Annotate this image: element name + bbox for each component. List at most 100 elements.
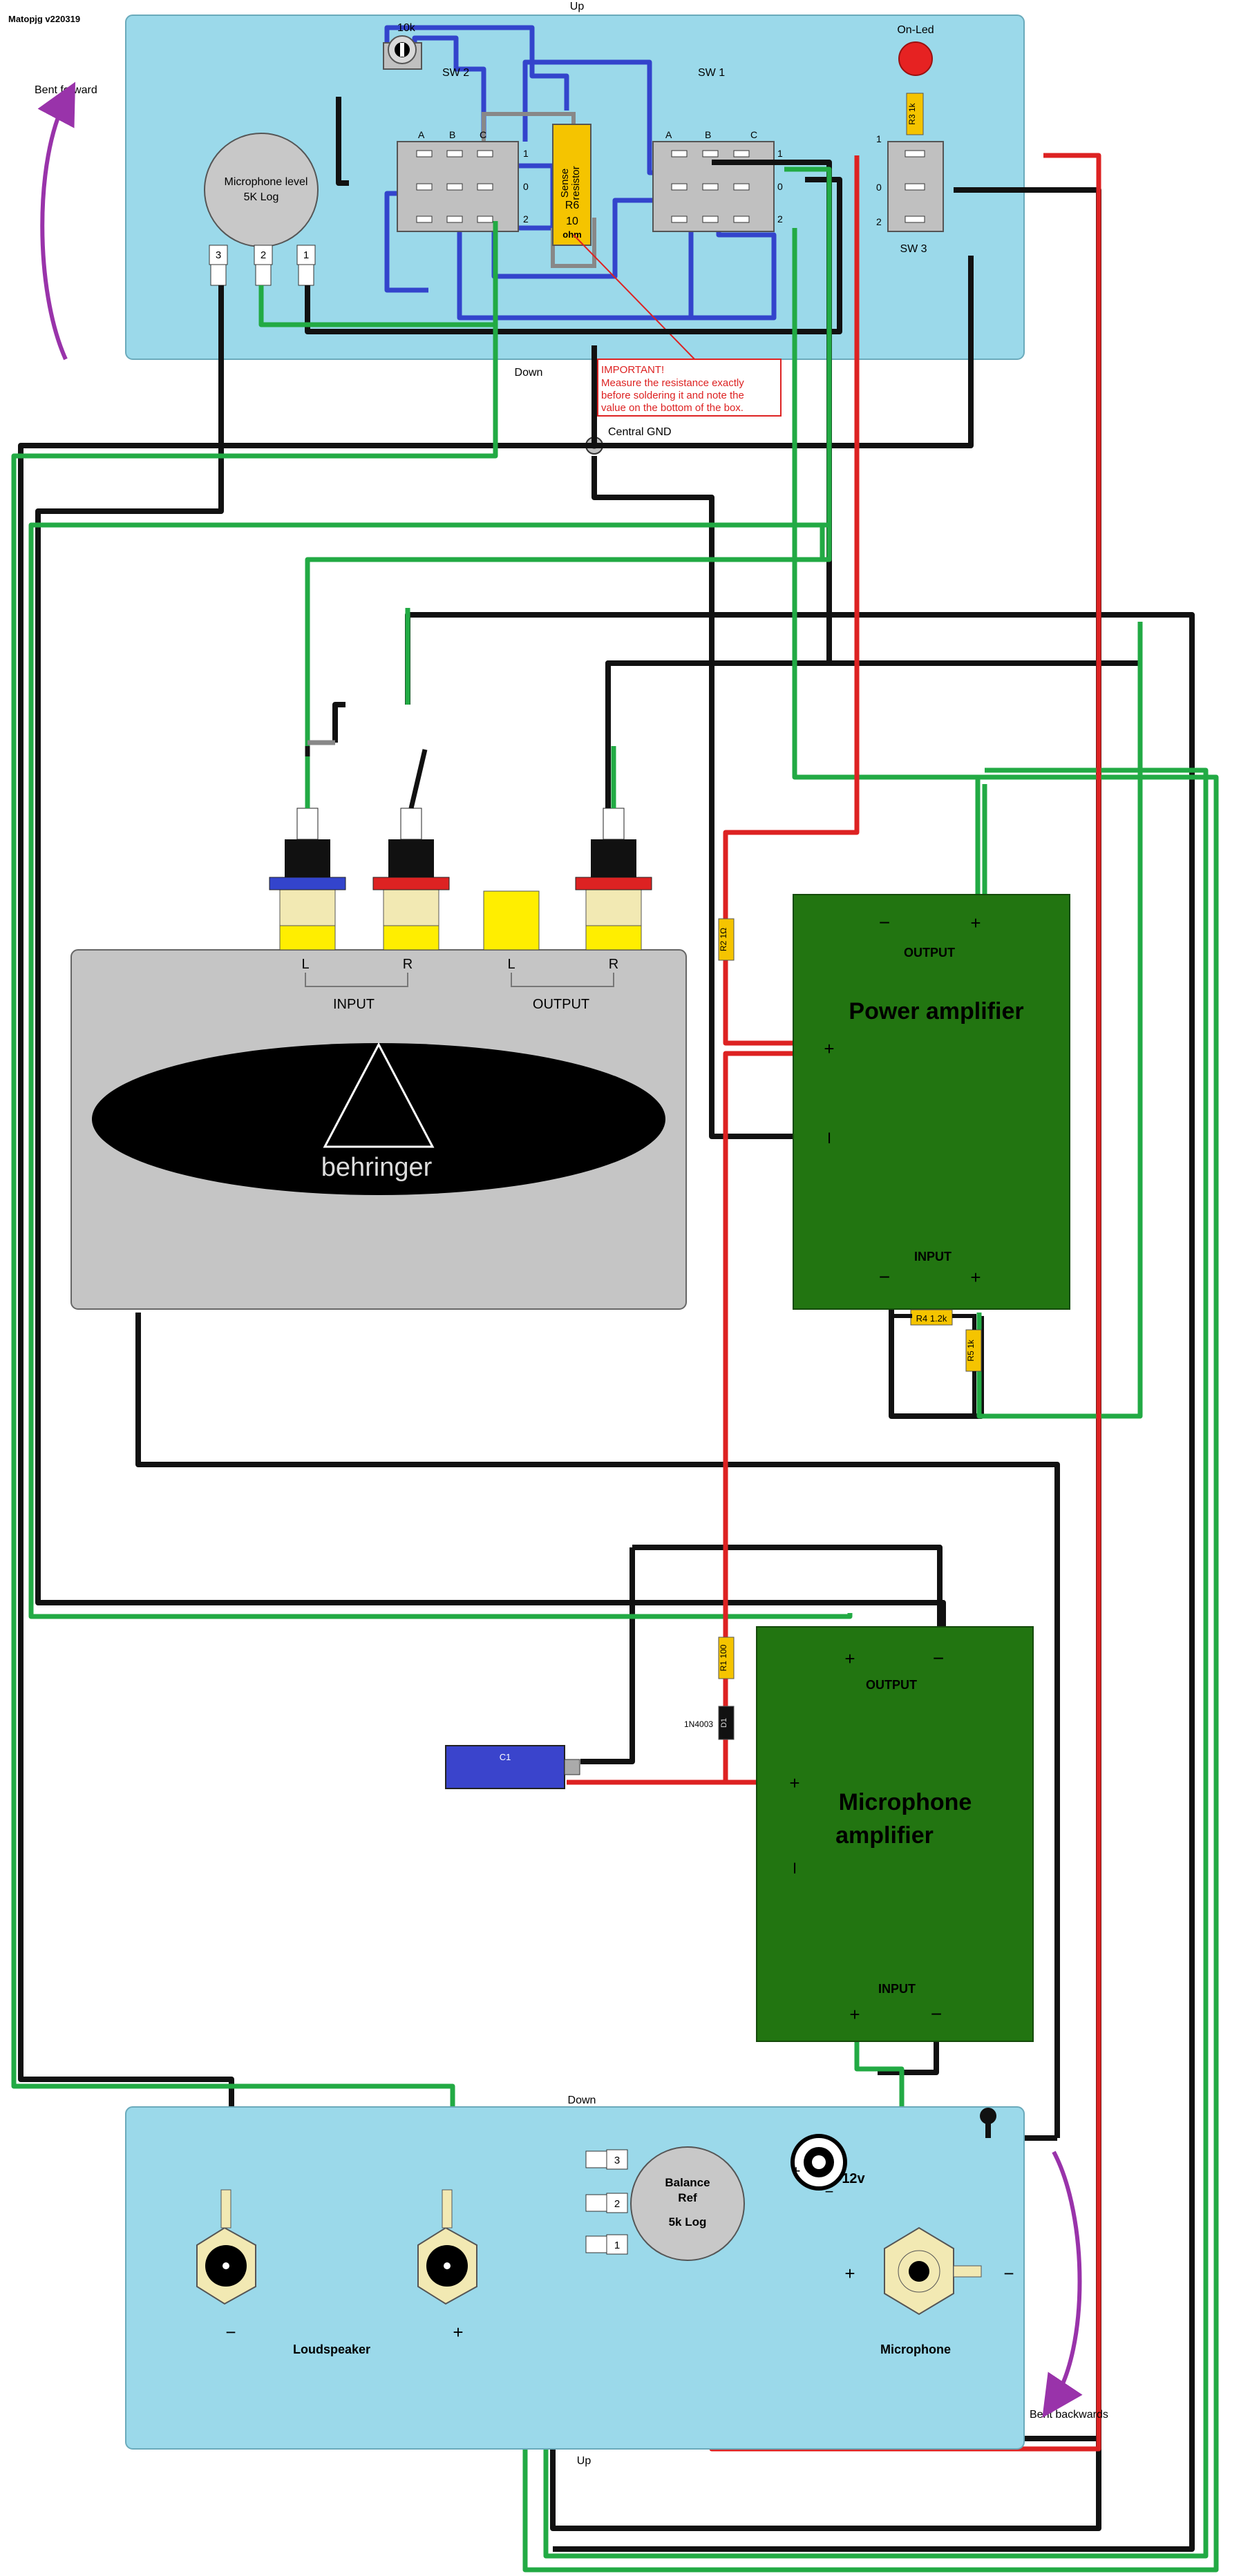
svg-text:+: + [849, 2004, 860, 2025]
svg-text:1: 1 [614, 2240, 620, 2251]
svg-text:R: R [609, 957, 618, 972]
important-note: IMPORTANT! Measure the resistance exactl… [597, 359, 782, 417]
sw1-row-0: 0 [777, 181, 783, 192]
resistor-r2 [718, 918, 735, 961]
behringer-box: behringer INPUT OUTPUT L R L R [70, 949, 687, 1310]
svg-text:+: + [792, 2162, 801, 2179]
svg-text:−: − [933, 1648, 944, 1669]
trimmer-label: 10k [397, 22, 416, 34]
svg-text:R6: R6 [565, 200, 580, 211]
bent-forward-label: Bent forward [35, 84, 97, 96]
bottom-panel [125, 2106, 1025, 2450]
svg-text:I: I [793, 1860, 797, 1877]
svg-text:I: I [827, 1129, 831, 1147]
svg-text:Microphone level: Microphone level [225, 176, 308, 188]
switch-sw3[interactable]: 1 0 2 SW 3 [876, 133, 944, 255]
trimmer-10k[interactable]: 10k [383, 22, 422, 70]
svg-text:L: L [507, 957, 515, 972]
rca-output-l [483, 890, 540, 951]
loudspeaker-terminal-minus: − [196, 2189, 256, 2343]
note-pointer [573, 234, 699, 363]
svg-text:+: + [844, 1648, 855, 1669]
svg-text:+: + [789, 1773, 799, 1793]
svg-text:−: − [1003, 2263, 1014, 2284]
svg-text:R5 1k: R5 1k [966, 1339, 976, 1361]
svg-text:before soldering it and note t: before soldering it and note the [601, 390, 744, 401]
svg-text:C1: C1 [500, 1752, 511, 1762]
bottom-panel-down-label: Down [568, 2095, 596, 2106]
svg-text:value on the bottom of the box: value on the bottom of the box. [601, 402, 744, 414]
loudspeaker-terminal-plus: + [417, 2189, 477, 2343]
svg-text:Sense: Sense [559, 169, 571, 198]
svg-text:resistor: resistor [570, 166, 582, 200]
svg-text:12v: 12v [842, 2171, 865, 2186]
sw1-col-b: B [705, 129, 711, 140]
svg-text:Measure the resistance exactly: Measure the resistance exactly [601, 377, 744, 389]
svg-text:R: R [403, 957, 413, 972]
sw1-col-c: C [750, 129, 757, 140]
sw2-col-b: B [449, 129, 455, 140]
version-label: Matopjg v220319 [8, 14, 80, 24]
switch-sw1[interactable]: A B C 1 0 2 SW 1 [652, 67, 783, 232]
microphone-socket: + − Microphone [844, 2226, 1014, 2356]
svg-text:Microphone: Microphone [839, 1789, 972, 1815]
capacitor-c1: C1 [445, 1745, 580, 1789]
svg-text:D1: D1 [720, 1718, 728, 1728]
svg-text:SW 3: SW 3 [900, 243, 927, 255]
sense-resistor: Sense resistor R6 10 ohm [552, 124, 591, 246]
rca-input-r [372, 808, 450, 951]
central-ground: Central GND [585, 426, 672, 455]
svg-text:Microphone: Microphone [880, 2343, 951, 2356]
resistor-r3 [906, 93, 924, 135]
svg-text:Balance: Balance [665, 2176, 710, 2189]
sw2-row-1: 1 [523, 148, 529, 159]
bent-backwards-label: Bent backwards [1030, 2409, 1108, 2421]
top-panel-up-label: Up [570, 1, 585, 12]
loudspeaker-label: Loudspeaker [293, 2343, 370, 2356]
svg-text:ohm: ohm [562, 229, 581, 240]
svg-text:2: 2 [876, 216, 882, 227]
sw2-label: SW 2 [442, 67, 469, 79]
svg-text:INPUT: INPUT [878, 1982, 916, 1996]
svg-text:1: 1 [876, 133, 882, 144]
svg-text:2: 2 [261, 249, 266, 261]
bent-forward-arrow [37, 82, 76, 361]
svg-text:+: + [844, 2263, 855, 2284]
switch-sw2[interactable]: A B C 1 0 2 SW 2 [397, 67, 529, 232]
pot-microphone-level[interactable]: Microphone level 5K Log 3 2 1 [204, 133, 319, 286]
svg-text:Power amplifier: Power amplifier [849, 998, 1023, 1024]
svg-text:R2 1Ω: R2 1Ω [719, 928, 728, 951]
resistor-r1 [718, 1637, 735, 1679]
svg-text:+: + [970, 913, 981, 933]
svg-text:Ref: Ref [678, 2191, 697, 2204]
svg-text:−: − [879, 912, 890, 933]
sw2-row-0: 0 [523, 181, 529, 192]
bottom-panel-up-label: Up [577, 2455, 591, 2467]
behringer-input-label: INPUT [333, 997, 375, 1012]
svg-text:R1 100: R1 100 [719, 1644, 728, 1671]
svg-text:−: − [931, 2003, 942, 2025]
on-led: On-Led [897, 24, 934, 76]
svg-text:5k Log: 5k Log [669, 2215, 707, 2229]
jack-leads [305, 740, 616, 809]
sw1-label: SW 1 [698, 67, 725, 79]
sw2-row-2: 2 [523, 213, 529, 225]
svg-text:2: 2 [614, 2198, 620, 2210]
svg-text:On-Led: On-Led [897, 24, 934, 36]
top-panel-down-label: Down [515, 367, 543, 379]
svg-text:Central GND: Central GND [608, 426, 672, 438]
svg-text:5K Log: 5K Log [244, 191, 279, 203]
sw2-col-a: A [418, 129, 425, 140]
rca-output-r [575, 808, 652, 951]
balance-pot[interactable]: Balance Ref 5k Log 3 2 1 [585, 2146, 745, 2261]
r4-r5-leads [891, 1314, 976, 1416]
svg-text:0: 0 [876, 182, 882, 193]
svg-text:OUTPUT: OUTPUT [904, 946, 955, 960]
sw1-row-2: 2 [777, 213, 783, 225]
svg-text:IMPORTANT!: IMPORTANT! [601, 364, 664, 376]
sw1-row-1: 1 [777, 148, 783, 159]
svg-text:INPUT: INPUT [914, 1250, 952, 1263]
svg-text:OUTPUT: OUTPUT [866, 1678, 917, 1692]
sw1-col-a: A [665, 129, 672, 140]
